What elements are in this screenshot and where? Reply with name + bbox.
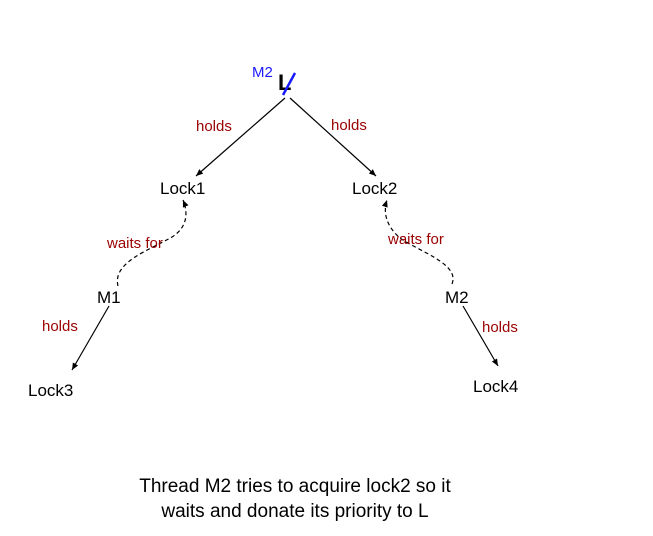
node-m2: M2: [445, 288, 469, 307]
node-lock1: Lock1: [160, 179, 205, 198]
root-strike-mark: [281, 72, 297, 96]
node-lock3: Lock3: [28, 381, 73, 400]
node-m1: M1: [97, 288, 121, 307]
caption-line-2: waits and donate its priority to L: [160, 501, 428, 522]
edge-m2-lock2: [381, 199, 454, 285]
edge-label-l-lock1: holds: [196, 118, 232, 135]
edge-label-m1-lock3: holds: [42, 318, 78, 335]
node-lock2: Lock2: [352, 179, 397, 198]
edge-l-lock1: [195, 97, 286, 177]
edge-label-m2-lock4: holds: [482, 319, 518, 336]
node-lock4: Lock4: [473, 377, 518, 396]
edge-m1-lock1: [116, 199, 189, 287]
edge-m1-lock3: [71, 305, 110, 371]
edge-l-lock2: [289, 97, 377, 177]
root-priority-label: M2: [252, 64, 273, 81]
caption-line-1: Thread M2 tries to acquire lock2 so it: [139, 476, 451, 497]
edge-m2-lock4: [462, 305, 499, 367]
root-thread-l: L: [278, 70, 291, 95]
edge-label-m1-lock1: waits for: [106, 235, 163, 252]
edge-label-l-lock2: holds: [331, 117, 367, 134]
edge-label-m2-lock2: waits for: [387, 231, 444, 248]
